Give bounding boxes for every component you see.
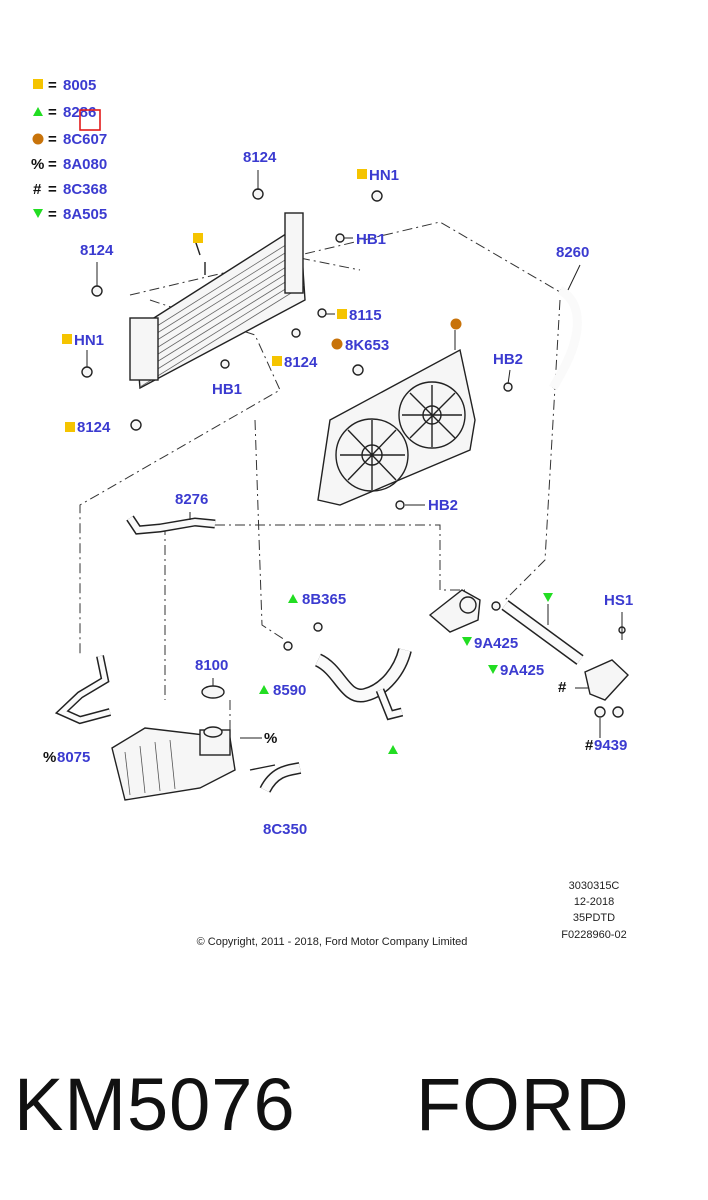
label-9439: 9439 <box>594 737 627 754</box>
ref-line-4: F0228960-02 <box>561 929 626 941</box>
square-icon <box>65 422 75 432</box>
triangle-up-icon <box>259 685 269 694</box>
ref-line-1: 3030315C <box>569 880 620 892</box>
triangle-up-icon <box>33 107 43 116</box>
label-hb1-top: HB1 <box>356 231 386 248</box>
fan-shroud <box>317 348 513 510</box>
ref-line-3: 35PDTD <box>573 912 615 924</box>
legend-eq-6: = <box>48 206 57 223</box>
label-9a425-b: 9A425 <box>500 662 544 679</box>
label-hb2-mid: HB2 <box>428 497 458 514</box>
markers <box>62 169 553 754</box>
caption-part-number: KM5076 <box>14 1063 296 1146</box>
copyright: © Copyright, 2011 - 2018, Ford Motor Com… <box>197 936 468 948</box>
legend-eq-3: = <box>48 131 57 148</box>
label-hb2-top: HB2 <box>493 351 523 368</box>
square-icon <box>272 356 282 366</box>
ref-line-2: 12-2018 <box>574 896 614 908</box>
label-hash-9439: # <box>585 737 594 754</box>
caption: KM5076 FORD <box>14 1063 630 1146</box>
label-8124-mid: 8124 <box>284 354 318 371</box>
label-hs1: HS1 <box>604 592 633 609</box>
label-8075: 8075 <box>57 749 90 766</box>
square-icon <box>33 79 43 89</box>
label-percent: % <box>264 730 277 747</box>
percent-symbol: % <box>31 156 44 173</box>
legend-eq-1: = <box>48 77 57 94</box>
square-icon <box>193 233 203 243</box>
legend-eq-4: = <box>48 156 57 173</box>
label-9a425-a: 9A425 <box>474 635 518 652</box>
label-8b365: 8B365 <box>302 591 346 608</box>
label-8124-bottom: 8124 <box>77 419 111 436</box>
circle-icon <box>32 133 44 145</box>
square-icon <box>357 169 367 179</box>
label-8260: 8260 <box>556 244 589 261</box>
legend-code-8c607: 8C607 <box>63 131 107 148</box>
caption-brand: FORD <box>416 1063 630 1146</box>
triangle-down-icon <box>33 209 43 218</box>
label-8590: 8590 <box>273 682 306 699</box>
circle-icon <box>331 338 343 350</box>
circle-icon <box>450 318 462 330</box>
degas-bottle <box>111 685 276 801</box>
thermostat-housing <box>283 589 629 718</box>
label-8276: 8276 <box>175 491 208 508</box>
square-icon <box>62 334 72 344</box>
hoses <box>54 286 584 794</box>
legend-eq-5: = <box>48 181 57 198</box>
triangle-down-icon <box>462 637 472 646</box>
label-8k653: 8K653 <box>345 337 389 354</box>
square-icon <box>337 309 347 319</box>
triangle-up-icon <box>388 745 398 754</box>
label-8115: 8115 <box>349 307 382 324</box>
hash-symbol: # <box>33 181 42 198</box>
label-8c350: 8C350 <box>263 821 307 838</box>
triangle-down-icon <box>488 665 498 674</box>
triangle-down-icon <box>543 593 553 602</box>
legend-code-8a080: 8A080 <box>63 156 107 173</box>
legend: = 8005 = 8286 = 8C607 % = 8A080 # = 8C36… <box>31 77 107 223</box>
legend-code-8c368: 8C368 <box>63 181 107 198</box>
label-8124-left: 8124 <box>80 242 114 259</box>
radiator <box>81 188 383 431</box>
label-percent-8075: % <box>43 749 56 766</box>
reference-block: 3030315C 12-2018 35PDTD F0228960-02 © Co… <box>197 880 627 948</box>
legend-eq-2: = <box>48 104 57 121</box>
label-hn1-left: HN1 <box>74 332 104 349</box>
highlight-box <box>79 109 101 131</box>
part-labels: 8124 HN1 HB1 8124 8260 8115 HN1 8K653 HB… <box>43 149 633 838</box>
label-8100: 8100 <box>195 657 228 674</box>
label-hn1-top: HN1 <box>369 167 399 184</box>
label-hb1-mid: HB1 <box>212 381 242 398</box>
legend-code-8005: 8005 <box>63 77 96 94</box>
triangle-up-icon <box>288 594 298 603</box>
legend-code-8a505: 8A505 <box>63 206 107 223</box>
label-hash-right: # <box>558 679 567 696</box>
label-8124-top: 8124 <box>243 149 277 166</box>
leader-lines <box>86 170 601 739</box>
